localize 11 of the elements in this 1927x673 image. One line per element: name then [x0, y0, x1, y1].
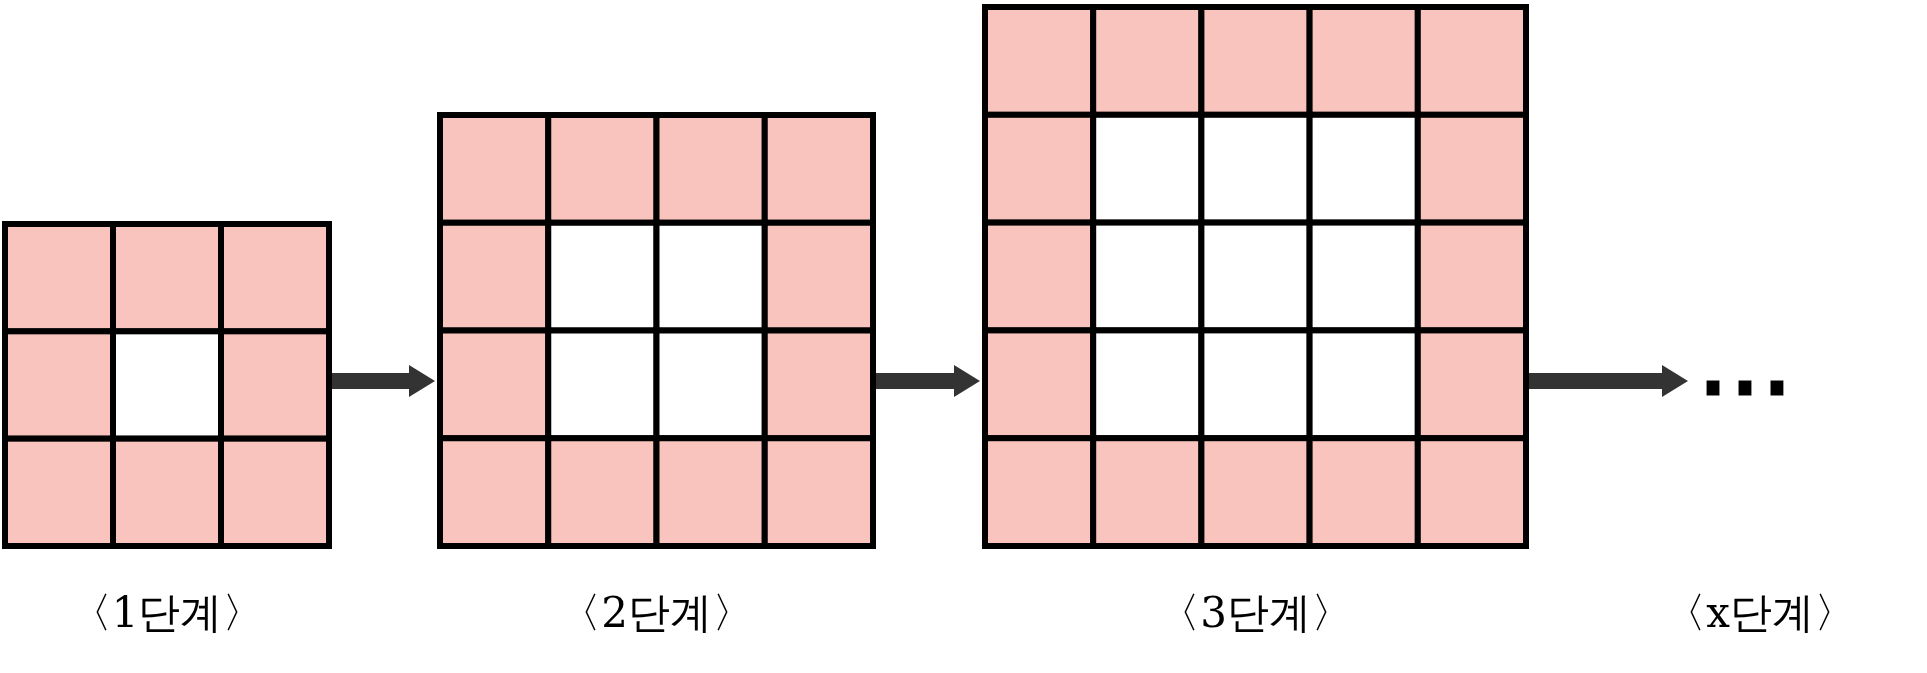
- stage-label: 〈1단계〉: [69, 588, 265, 639]
- arrow: [876, 365, 980, 397]
- arrow: [1529, 365, 1688, 397]
- square-grid: [982, 4, 1529, 549]
- square-grid: [437, 112, 876, 549]
- stage-label: 〈x단계〉: [1664, 588, 1856, 639]
- stage-label: 〈3단계〉: [1158, 588, 1353, 639]
- square-grid: [2, 221, 332, 549]
- arrow: [332, 365, 435, 397]
- stage-label: 〈2단계〉: [559, 588, 754, 639]
- ellipsis-text: ⋯: [1690, 350, 1800, 420]
